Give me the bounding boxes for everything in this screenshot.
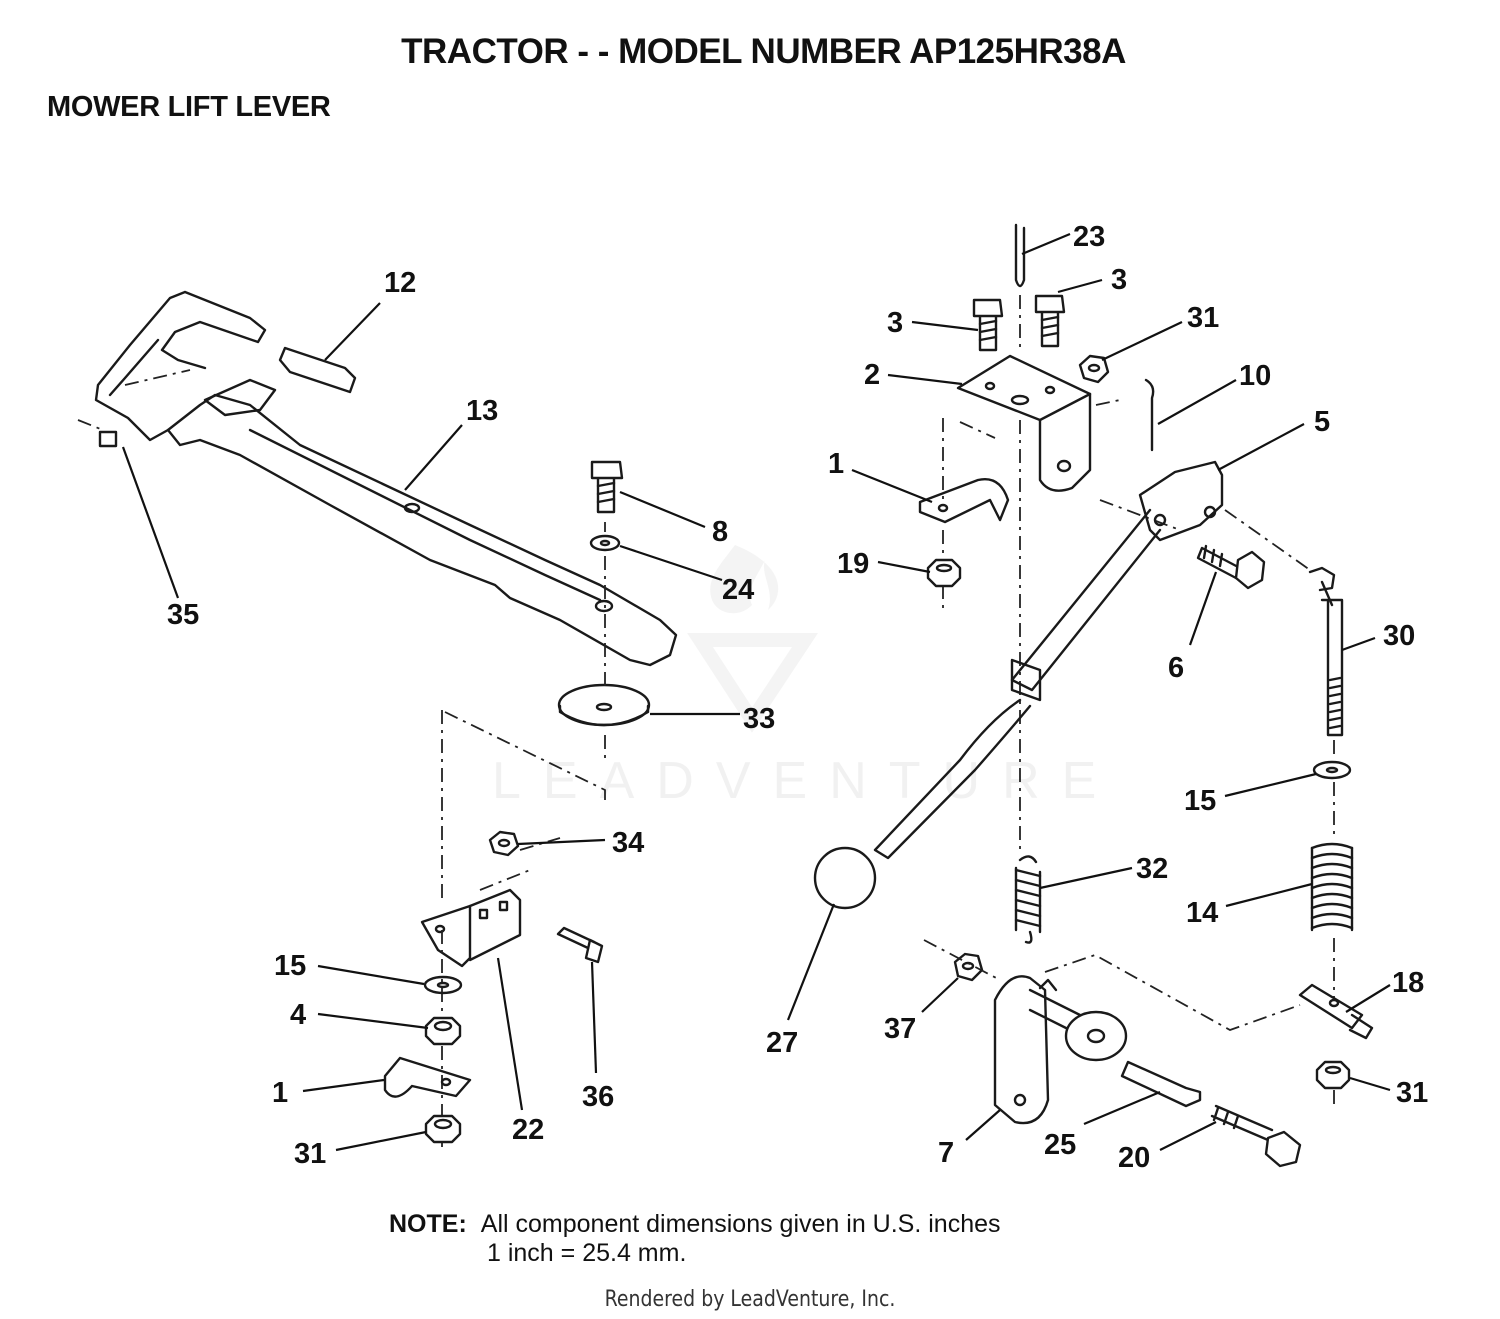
callout-1-left: 1 <box>272 1077 288 1109</box>
callout-37: 37 <box>884 1013 916 1045</box>
callout-31-bottom-right: 31 <box>1396 1077 1428 1109</box>
callout-2: 2 <box>864 359 880 391</box>
note-label: NOTE: <box>389 1210 467 1238</box>
part-25-spacer <box>1064 1010 1202 1108</box>
callout-22: 22 <box>512 1114 544 1146</box>
watermark-text: LEADVENTURE <box>492 752 1118 810</box>
callout-8: 8 <box>712 516 728 548</box>
part-23-cotter-pin <box>1014 223 1026 288</box>
part-15-washer-left <box>423 975 463 995</box>
note-line-2: 1 inch = 25.4 mm. <box>487 1239 687 1267</box>
callout-33: 33 <box>743 703 775 735</box>
callout-31-top: 31 <box>1187 302 1219 334</box>
part-19-nut <box>926 558 962 588</box>
part-15-washer-right <box>1312 760 1352 780</box>
callout-30: 30 <box>1383 620 1415 652</box>
dimension-note: NOTE: All component dimensions given in U… <box>389 1210 1001 1268</box>
part-24-washer <box>589 534 621 552</box>
callout-labels: 12 13 35 8 24 33 34 15 4 1 31 22 36 23 3… <box>167 221 1428 1174</box>
part-18-pivot-pin <box>1298 983 1374 1040</box>
callout-31-left: 31 <box>294 1138 326 1170</box>
callout-32: 32 <box>1136 853 1168 885</box>
part-7-lever-plate <box>993 975 1082 1125</box>
callout-18: 18 <box>1392 967 1424 999</box>
callout-3-left: 3 <box>887 307 903 339</box>
callout-34: 34 <box>612 827 644 859</box>
callout-35: 35 <box>167 599 199 631</box>
callout-36: 36 <box>582 1081 614 1113</box>
part-6-bolt <box>1196 544 1266 590</box>
part-1-clip-right <box>918 478 1010 524</box>
part-35-pin <box>98 430 118 448</box>
part-20-bolt <box>1210 1104 1302 1168</box>
part-4-nut <box>424 1016 462 1046</box>
part-34-nut <box>488 830 520 857</box>
part-10-cotter-pin <box>1144 378 1155 452</box>
callout-27: 27 <box>766 1027 798 1059</box>
callout-13: 13 <box>466 395 498 427</box>
part-36-carriage-bolt <box>556 926 604 964</box>
leader-lines <box>121 232 1391 1152</box>
callout-6: 6 <box>1168 652 1184 684</box>
callout-20: 20 <box>1118 1142 1150 1174</box>
callout-23: 23 <box>1073 221 1105 253</box>
part-13-lift-handle <box>94 290 678 667</box>
callout-3-right: 3 <box>1111 264 1127 296</box>
part-3-bolt-left <box>972 298 1004 352</box>
part-12-grip-pad <box>278 346 357 394</box>
callout-7: 7 <box>938 1137 954 1169</box>
callout-14: 14 <box>1186 897 1218 929</box>
part-31-nut-top <box>1078 354 1110 384</box>
page-title: TRACTOR - - MODEL NUMBER AP125HR38A <box>401 32 1126 71</box>
callout-19: 19 <box>837 548 869 580</box>
part-31-nut-bottom-right <box>1315 1060 1351 1090</box>
callout-15-right: 15 <box>1184 785 1216 817</box>
part-22-bracket <box>420 888 522 968</box>
callout-4: 4 <box>290 999 306 1031</box>
part-31-nut-left <box>424 1114 462 1144</box>
watermark-logo: LEADVENTURE <box>492 545 1118 810</box>
part-27-knob <box>813 846 877 910</box>
part-5-lift-arm <box>873 460 1224 860</box>
callout-25: 25 <box>1044 1129 1076 1161</box>
section-title: MOWER LIFT LEVER <box>47 91 331 123</box>
part-1-clip-left <box>383 1056 472 1098</box>
callout-10: 10 <box>1239 360 1271 392</box>
callout-1-right: 1 <box>828 448 844 480</box>
callout-24: 24 <box>722 574 754 606</box>
part-32-spring <box>1014 855 1042 944</box>
note-line-1: All component dimensions given in U.S. i… <box>480 1210 1001 1238</box>
part-2-mounting-bracket <box>956 354 1092 492</box>
callout-12: 12 <box>384 267 416 299</box>
render-credit: Rendered by LeadVenture, Inc. <box>604 1287 896 1312</box>
part-8-bolt <box>590 460 624 514</box>
part-33-large-washer <box>557 683 651 727</box>
callout-15-left: 15 <box>274 950 306 982</box>
part-3-bolt-right <box>1034 294 1066 348</box>
part-30-rod <box>1308 566 1344 737</box>
part-14-spring <box>1310 842 1354 932</box>
callout-5: 5 <box>1314 406 1330 438</box>
